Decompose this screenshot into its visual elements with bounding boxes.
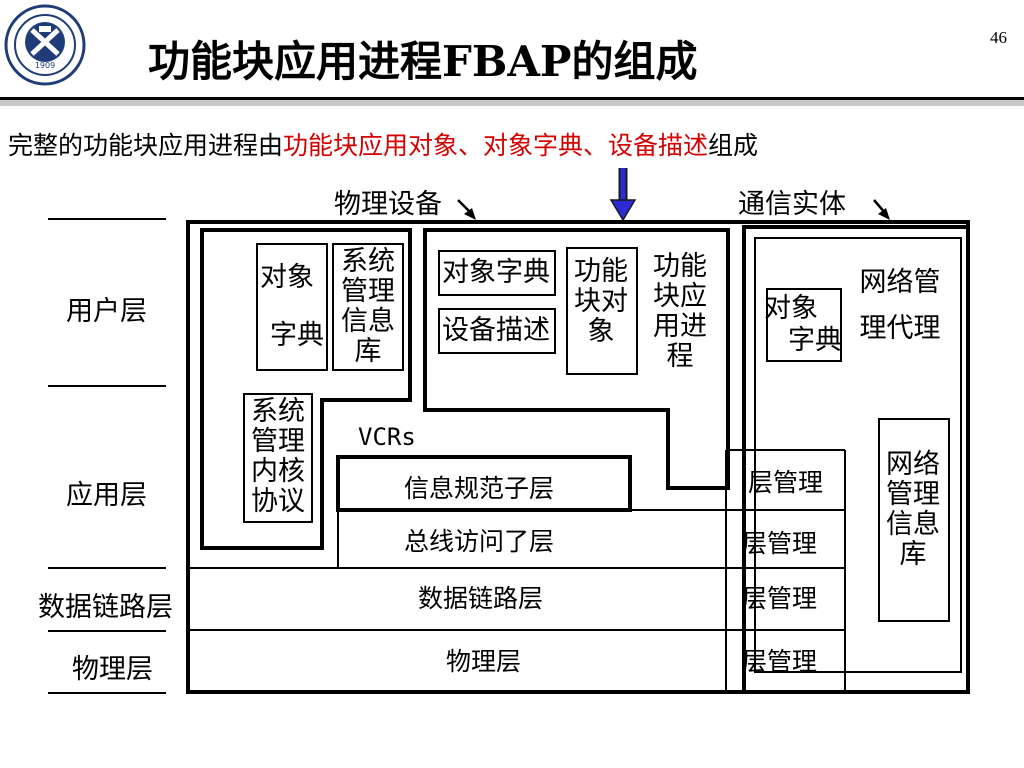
header-rule <box>0 97 1024 100</box>
net-mgmt-agent-text: 网络管理代理 <box>859 267 941 344</box>
right-object-dictionary: 对象 字典 <box>764 288 842 362</box>
net-mgmt-info-text: 网络管理信息库 <box>886 449 940 570</box>
layer-rule-5 <box>48 692 166 694</box>
layer-rule-3 <box>48 567 166 569</box>
left-od-line1: 对象 <box>260 262 314 293</box>
page-number: 46 <box>990 28 1007 47</box>
logo-year: 1909 <box>35 61 55 70</box>
layer-rule-2 <box>48 385 166 387</box>
layer-rule-1 <box>48 218 166 220</box>
subtitle-prefix: 完整的功能块应用进程由 <box>8 131 284 160</box>
datalink-layer: 数据链路层 <box>418 584 544 613</box>
university-logo: 1909 <box>4 4 86 86</box>
sys-mgmt-kernel-text: 系统管理内核协议 <box>251 396 305 517</box>
left-od-line2: 字典 <box>270 320 324 351</box>
label-comm-entity: 通信实体 <box>738 189 846 220</box>
right-od-line2: 字典 <box>788 325 842 356</box>
right-od-line1: 对象 <box>764 293 818 324</box>
left-object-dictionary: 对象 字典 <box>256 243 328 371</box>
fb-object: 功能块对象 <box>566 247 638 375</box>
middle-object-dictionary: 对象字典 <box>438 250 556 296</box>
comm-entity-frame <box>742 225 970 694</box>
fms-sublayer: 信息规范子层 <box>404 474 555 503</box>
layer-label-datalink: 数据链路层 <box>38 592 173 623</box>
subtitle-suffix: 组成 <box>708 131 759 160</box>
layer-label-physical: 物理层 <box>72 654 153 685</box>
layer-rule-4 <box>48 630 166 632</box>
fb-app-process-text: 功能块应用进程 <box>653 251 707 372</box>
middle-od-text: 对象字典 <box>442 257 550 288</box>
device-description: 设备描述 <box>438 308 556 354</box>
physical-layer: 物理层 <box>446 647 522 676</box>
layer-mgmt-fms: 层管理 <box>748 468 824 497</box>
subtitle: 完整的功能块应用进程由功能块应用对象、对象字典、设备描述组成 <box>8 130 758 162</box>
header-shadow <box>0 100 1024 106</box>
fb-object-text: 功能块对象 <box>574 256 628 347</box>
subtitle-highlight: 功能块应用对象、对象字典、设备描述 <box>283 131 709 160</box>
sys-mgmt-kernel: 系统管理内核协议 <box>243 393 313 523</box>
vcrs-label: VCRs <box>358 423 416 451</box>
sys-mgmt-info-text: 系统管理信息库 <box>341 246 395 367</box>
net-mgmt-info-base: 网络管理信息库 <box>878 418 950 622</box>
layer-label-user: 用户层 <box>66 296 147 327</box>
layer-mgmt-datalink: 层管理 <box>742 584 818 613</box>
sys-mgmt-info-base: 系统管理信息库 <box>332 243 404 371</box>
slide-title: 功能块应用进程FBAP的组成 <box>148 37 698 86</box>
layer-label-application: 应用层 <box>66 480 147 511</box>
layer-mgmt-fas: 层管理 <box>742 529 818 558</box>
fas-sublayer: 总线访问了层 <box>404 527 555 556</box>
layer-mgmt-physical: 层管理 <box>742 647 818 676</box>
device-desc-text: 设备描述 <box>442 315 550 346</box>
label-physical-device: 物理设备 <box>334 189 442 220</box>
